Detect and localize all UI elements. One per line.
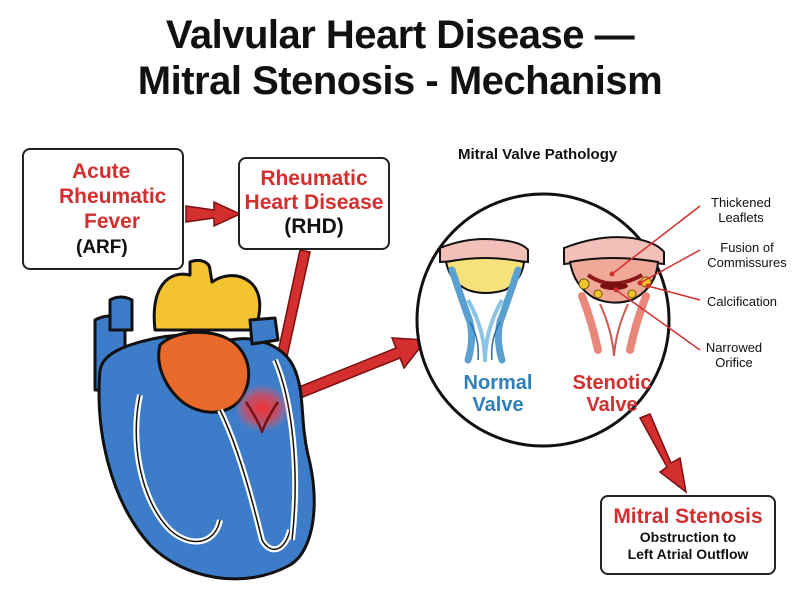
valve-pathology-circle <box>415 192 701 448</box>
arf-line-3: Fever <box>84 210 141 233</box>
rhd-box: Rheumatic Heart Disease (RHD) <box>238 157 390 250</box>
title-line-1: Valvular Heart Disease — <box>165 13 635 57</box>
mitral-stenosis-box: Mitral Stenosis Obstruction to Left Atri… <box>600 495 776 575</box>
mitral-stenosis-line-1: Obstruction to <box>639 529 737 545</box>
heart-illustration <box>93 258 316 581</box>
normal-valve-illustration <box>439 238 529 364</box>
arrow-arf-to-rhd <box>185 200 242 228</box>
callout-fusion-line-1: Fusion of <box>720 240 774 255</box>
mitral-stenosis-line-2: Left Atrial Outflow <box>627 546 749 562</box>
stenotic-valve-illustration <box>563 236 665 357</box>
normal-valve-label-line-2: Valve <box>472 394 524 416</box>
callout-thickened-line-1: Thickened <box>711 195 771 210</box>
callout-narrowed-orifice: Narrowed Orifice <box>702 340 766 370</box>
callout-narrowed-line-2: Orifice <box>715 355 753 370</box>
arf-line-1: Acute <box>72 160 131 183</box>
callout-narrowed-line-1: Narrowed <box>705 340 763 355</box>
pathology-heading: Mitral Valve Pathology <box>458 146 618 163</box>
arf-line-4: (ARF) <box>76 237 128 258</box>
rhd-line-3: (RHD) <box>284 215 344 238</box>
arrow-heart-to-valve <box>283 337 428 404</box>
callout-thickened-leaflets: Thickened Leaflets <box>704 195 778 225</box>
callout-fusion-commissures: Fusion of Commissures <box>702 240 792 270</box>
title-line-2: Mitral Stenosis - Mechanism <box>137 59 663 103</box>
callout-dots <box>609 271 651 293</box>
rhd-line-1: Rheumatic <box>260 167 368 190</box>
arf-box: Acute Rheumatic Fever (ARF) <box>22 148 184 270</box>
mitral-stenosis-title: Mitral Stenosis <box>613 505 763 528</box>
page-title: Valvular Heart Disease — Mitral Stenosis… <box>0 12 800 104</box>
callout-lines <box>611 205 701 351</box>
callout-calcification: Calcification <box>706 294 778 309</box>
rhd-line-2: Heart Disease <box>244 191 384 214</box>
normal-valve-label-line-1: Normal <box>463 372 533 394</box>
stenotic-valve-label: Stenotic Valve <box>566 372 658 416</box>
stenotic-valve-label-line-1: Stenotic <box>572 372 652 394</box>
arrow-valve-to-outcome <box>638 413 688 494</box>
stenotic-valve-label-line-2: Valve <box>586 394 638 416</box>
callout-fusion-line-2: Commissures <box>707 255 787 270</box>
callout-thickened-line-2: Leaflets <box>718 210 764 225</box>
normal-valve-label: Normal Valve <box>458 372 538 416</box>
arf-line-2: Rheumatic <box>59 185 167 208</box>
